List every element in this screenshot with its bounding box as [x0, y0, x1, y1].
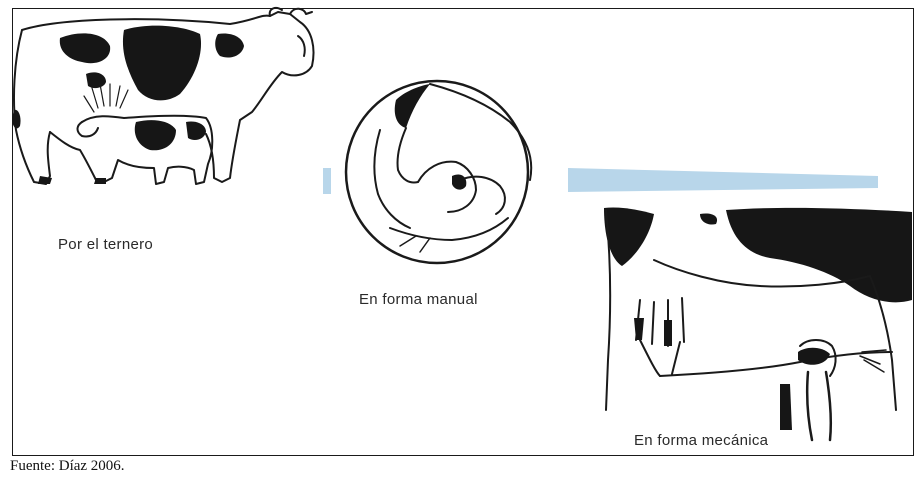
cow-and-calf-illustration [12, 8, 314, 184]
accent-bar-right [568, 168, 878, 192]
caption-mechanical: En forma mecánica [634, 432, 768, 449]
mechanical-milking-illustration [604, 207, 912, 440]
accent-bar-left [323, 168, 331, 194]
manual-milking-illustration [346, 81, 531, 263]
caption-manual: En forma manual [359, 291, 478, 308]
caption-calf: Por el ternero [58, 236, 153, 253]
source-note: Fuente: Díaz 2006. [10, 458, 125, 475]
